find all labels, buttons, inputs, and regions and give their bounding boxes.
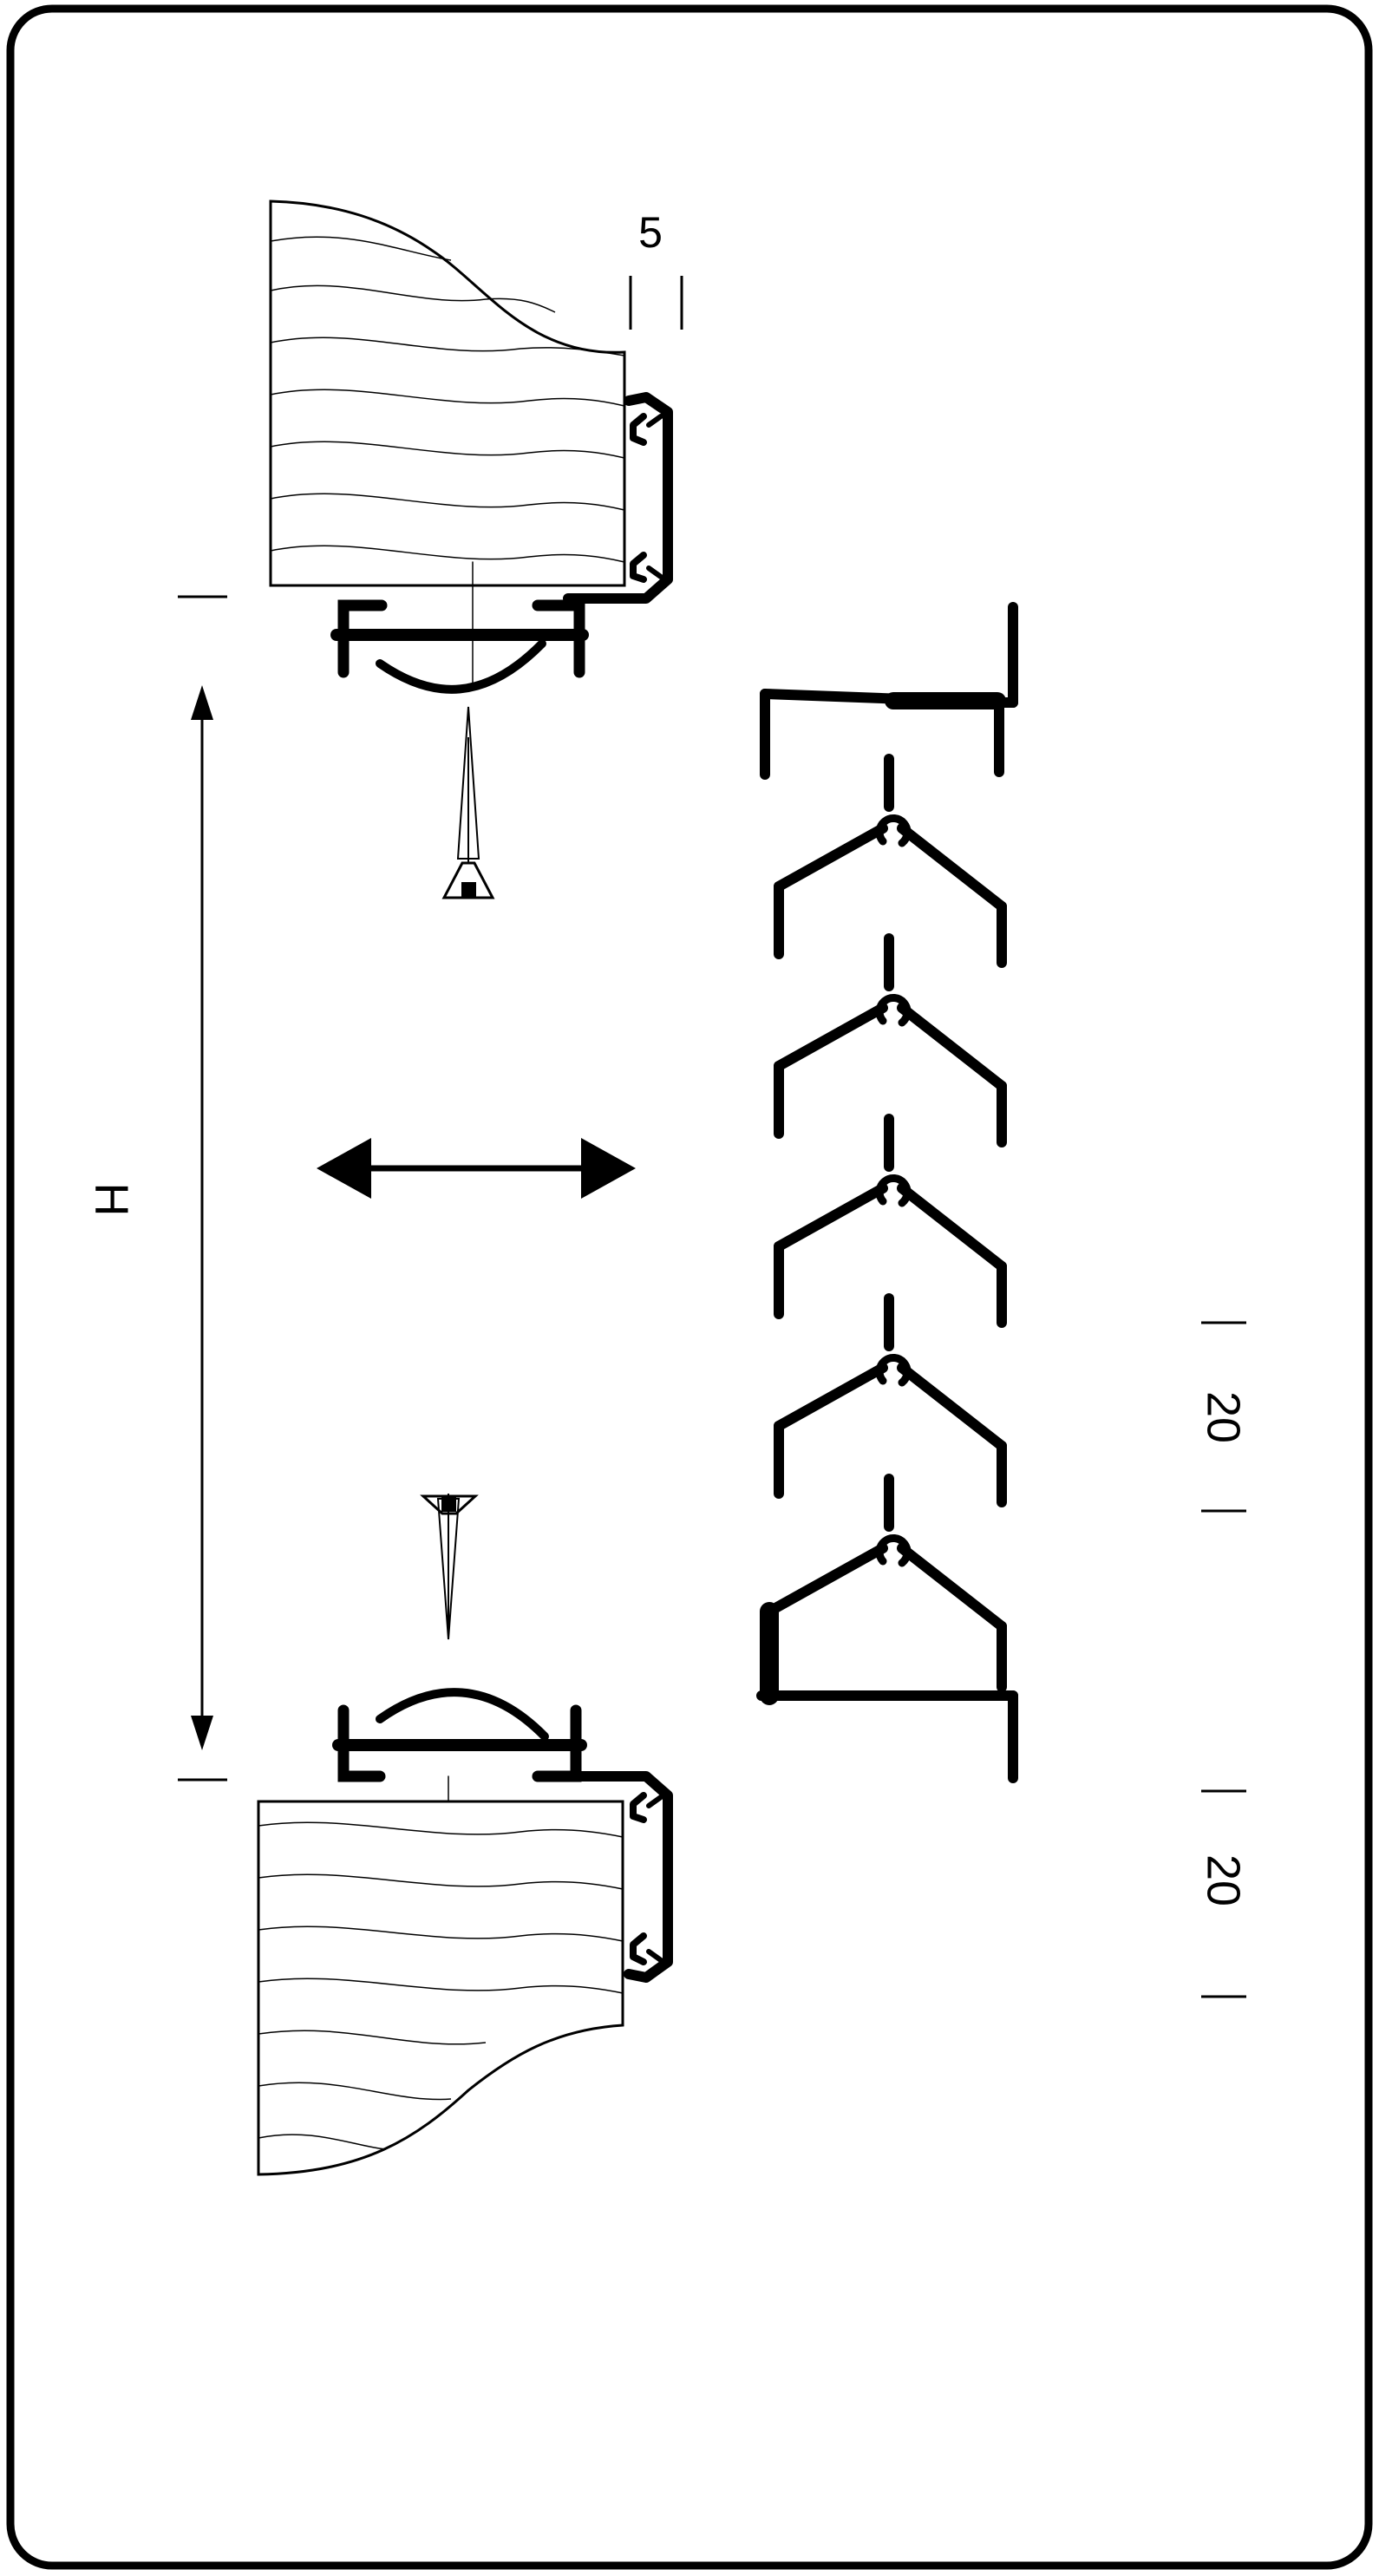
gap-label: 5 (638, 208, 663, 257)
folding-chain (756, 602, 1018, 1783)
pitch-dimension-1: 20 (1198, 1321, 1250, 1513)
top-horizontal-profile (330, 561, 589, 694)
gap-dimension: 5 (629, 208, 683, 330)
height-label: H (86, 1183, 138, 1217)
top-wood-block (269, 199, 626, 587)
screw-icon (441, 706, 495, 899)
screw-icon (420, 1494, 479, 1640)
double-arrow-icon (317, 1138, 636, 1199)
chain-end-bottom (756, 1474, 1018, 1783)
chain-link-2 (774, 933, 1007, 1147)
bottom-wood-block (257, 1800, 624, 2176)
pitch-label-1: 20 (1198, 1391, 1250, 1443)
bottom-wood-outline (257, 1800, 624, 2176)
chain-link-4 (774, 1293, 1007, 1507)
wood-grain-icon (270, 236, 625, 563)
pitch-label-2: 20 (1198, 1854, 1250, 1906)
pitch-dimension-2: 20 (1198, 1789, 1250, 1998)
wood-grain-icon (258, 1821, 624, 2150)
height-dimension: H (86, 595, 227, 1782)
chain-link-1 (774, 754, 1007, 968)
drawing-frame (6, 4, 1373, 2570)
top-wood-outline (269, 199, 626, 587)
chain-end-top (760, 602, 1018, 780)
bottom-side-profile (563, 1771, 673, 1983)
chain-link-3 (774, 1114, 1007, 1328)
top-side-profile (563, 392, 673, 604)
